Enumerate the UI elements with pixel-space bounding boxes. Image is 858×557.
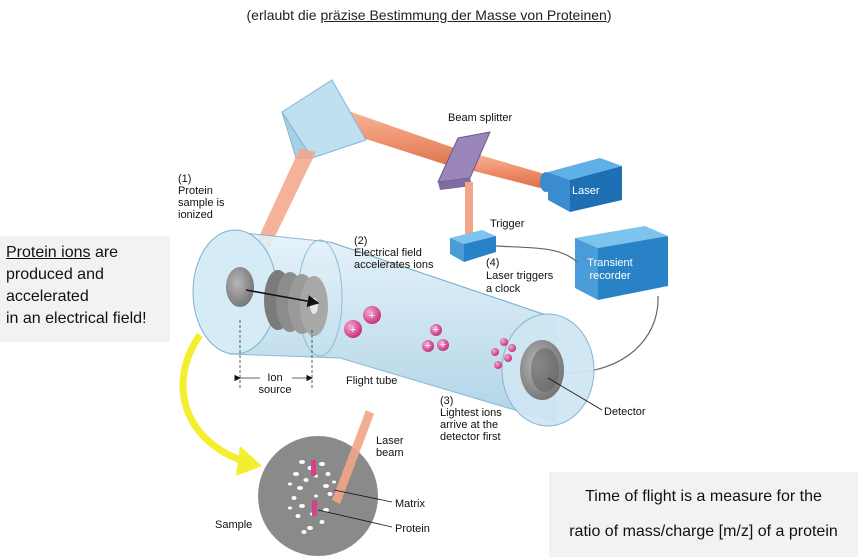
protein-leader [317, 509, 393, 528]
left-note-box: Protein ions are produced and accelerate… [0, 236, 170, 342]
svg-text:+: + [350, 324, 356, 336]
ion: + [422, 340, 434, 352]
right-note-box: Time of flight is a measure for the rati… [549, 472, 858, 557]
svg-text:Lightest ions: Lightest ions [440, 407, 502, 419]
left-note-line3: accelerated [6, 288, 89, 305]
sample-disk [258, 410, 378, 556]
trigger-label: Trigger [490, 218, 525, 230]
caption-suffix: ) [606, 7, 612, 23]
svg-text:+: + [433, 324, 439, 336]
sample-plate [226, 267, 254, 307]
svg-text:ionized: ionized [178, 209, 213, 221]
step1-label: (1) Protein sample is ionized [178, 173, 225, 221]
step2-label: (2) Electrical field accelerates ions [354, 235, 434, 271]
svg-text:(4): (4) [486, 257, 499, 269]
ion [494, 361, 502, 369]
svg-text:accelerates ions: accelerates ions [354, 259, 434, 271]
caption-underlined: präzise Bestimmung der Masse von Protein… [320, 7, 607, 23]
protein-label: Protein [395, 523, 430, 535]
ion [508, 344, 516, 352]
laser-beam-horizontal [332, 108, 548, 190]
right-note-line2: ratio of mass/charge [m/z] of a protein [569, 523, 838, 540]
svg-text:detector first: detector first [440, 431, 501, 443]
ion-source-label: Ion source [258, 372, 291, 396]
svg-text:Laser triggers: Laser triggers [486, 270, 554, 282]
beam-splitter [437, 131, 491, 190]
matrix-label: Matrix [395, 498, 425, 510]
ions: + + + + + [344, 306, 516, 369]
caption-prefix: (erlaubt die [246, 7, 321, 23]
beam-splitter-label: Beam splitter [448, 112, 513, 124]
detector-leader [547, 377, 603, 411]
svg-text:source: source [258, 384, 291, 396]
right-note-line1: Time of flight is a measure for the [585, 488, 822, 505]
ion: + [363, 306, 381, 324]
svg-text:Ion: Ion [267, 372, 282, 384]
svg-text:Laser: Laser [376, 435, 404, 447]
laser-beam-label: Laser beam [376, 435, 404, 459]
ion: + [437, 339, 449, 351]
svg-text:(2): (2) [354, 235, 367, 247]
trigger-box [450, 230, 496, 262]
svg-text:arrive at the: arrive at the [440, 419, 498, 431]
transient-recorder-label-2: recorder [590, 270, 631, 282]
laser-label: Laser [572, 185, 600, 197]
svg-text:+: + [425, 340, 431, 352]
trigger-cable [495, 245, 578, 263]
ion: + [344, 320, 362, 338]
svg-text:Protein: Protein [178, 185, 213, 197]
detector-disk [520, 340, 564, 400]
svg-text:Electrical field: Electrical field [354, 247, 422, 259]
transient-recorder-label-1: Transient [587, 257, 632, 269]
zoom-arrow [179, 332, 248, 466]
prism [281, 79, 367, 159]
ion [500, 338, 508, 346]
ion [504, 354, 512, 362]
left-note-underlined: Protein ions [6, 244, 91, 261]
ion [491, 348, 499, 356]
svg-text:a clock: a clock [486, 283, 521, 295]
ion: + [430, 324, 442, 336]
svg-text:sample is: sample is [178, 197, 225, 209]
svg-text:(1): (1) [178, 173, 191, 185]
ion-path-arrow [245, 289, 320, 308]
top-caption: (erlaubt die präzise Bestimmung der Mass… [0, 7, 858, 23]
left-note-line2: produced and [6, 266, 104, 283]
detector-label: Detector [604, 406, 646, 418]
flight-tube-label: Flight tube [346, 375, 397, 387]
ion-source-bracket [234, 320, 313, 388]
left-note-line1: Protein ions are [6, 244, 119, 261]
matrix-leader [333, 489, 393, 503]
step4-label: (4) Laser triggers a clock [486, 257, 554, 295]
sample-label: Sample [215, 519, 252, 531]
step3-label: (3) Lightest ions arrive at the detector… [440, 395, 502, 443]
trigger-beam [465, 182, 473, 234]
left-note-line4: in an electrical field! [6, 310, 147, 327]
svg-text:+: + [440, 339, 446, 351]
svg-text:+: + [369, 310, 375, 322]
acceleration-grids [264, 270, 328, 336]
zoom-arrow-head [236, 446, 262, 476]
svg-text:(3): (3) [440, 395, 453, 407]
svg-text:beam: beam [376, 447, 404, 459]
laser-box [540, 158, 622, 212]
transient-recorder-box [575, 226, 668, 300]
